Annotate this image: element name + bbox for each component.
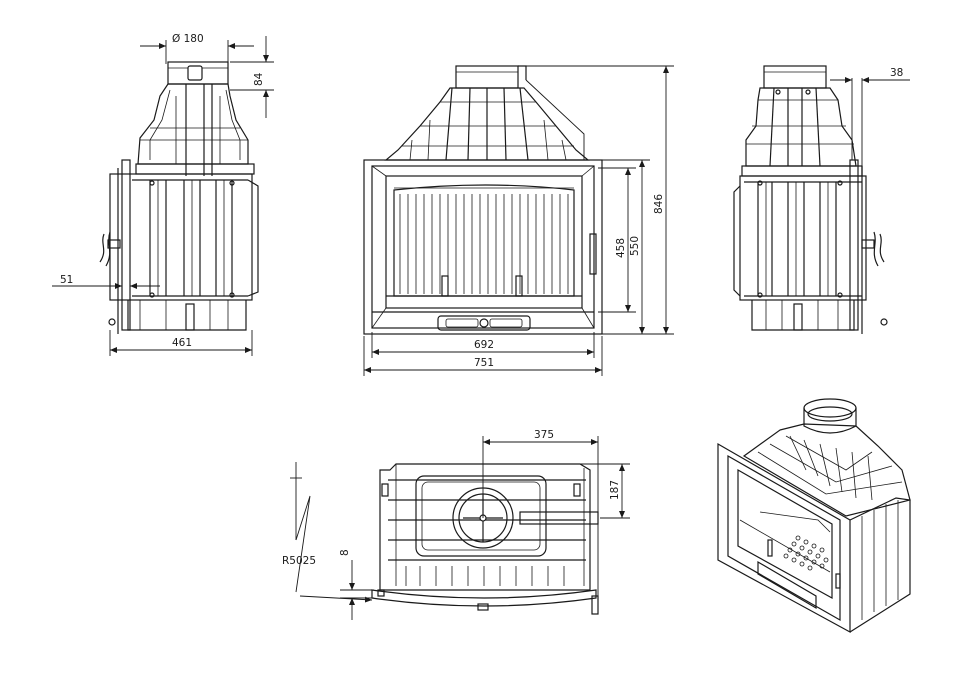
dim-flue-height: 84 (253, 72, 265, 86)
dim-glass-height: 458 (615, 238, 627, 258)
side-view-left (99, 61, 259, 334)
dim-front-outer-width: 751 (474, 357, 494, 369)
dim-side-depth: 461 (172, 337, 192, 349)
dim-door-radius: R5025 (282, 555, 316, 567)
dim-front-inner-width: 692 (474, 339, 494, 351)
dim-flue-offset: 38 (890, 67, 903, 79)
dim-side-offset: 51 (60, 274, 73, 286)
dim-flue-diameter: Ø 180 (172, 33, 204, 45)
dim-frame-height: 550 (629, 236, 641, 256)
side-right-dimensions: 38 (830, 67, 910, 166)
front-dimensions: 692 751 458 550 846 (363, 65, 674, 376)
side-left-dimensions: Ø 180 84 461 51 (52, 33, 274, 356)
top-view (371, 463, 599, 615)
dim-top-flue-center: 375 (534, 429, 554, 441)
top-view-dimensions: 375 187 R5025 8 (282, 429, 630, 620)
dim-top-flue-depth: 187 (609, 480, 621, 500)
isometric-view (717, 398, 911, 634)
side-view-right (733, 65, 888, 334)
dim-door-gap: 8 (339, 549, 351, 556)
front-view (363, 65, 603, 335)
dim-total-height: 846 (653, 194, 665, 214)
